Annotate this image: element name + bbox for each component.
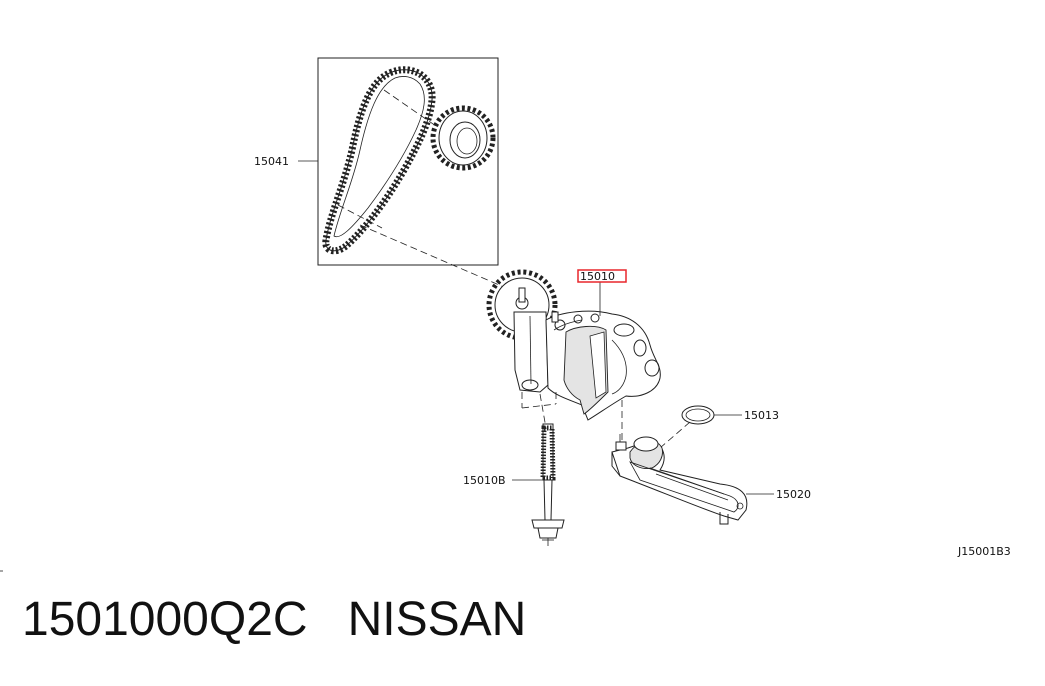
o-ring xyxy=(681,405,742,425)
diagram-reference-code: J15001B3 xyxy=(957,545,1011,558)
crank-sprocket xyxy=(430,105,496,171)
part-number-o-ring: 15013 xyxy=(744,409,779,422)
oil-pump-assembly xyxy=(486,269,661,421)
part-number-bolt: 15010B xyxy=(463,474,506,487)
part-number-chain: 15041 xyxy=(254,155,289,168)
pump-bolt xyxy=(512,423,565,546)
oil-strainer xyxy=(611,434,774,525)
highlight-box xyxy=(577,269,627,283)
part-number-oil-pump: 15010 xyxy=(580,270,615,283)
part-caption: 1501000Q2C NISSAN xyxy=(22,593,527,646)
part-number-strainer: 15020 xyxy=(776,488,811,501)
timing-chain xyxy=(322,66,436,255)
chain-sprocket-assembly xyxy=(298,57,499,266)
chain-kit-frame xyxy=(317,57,499,266)
